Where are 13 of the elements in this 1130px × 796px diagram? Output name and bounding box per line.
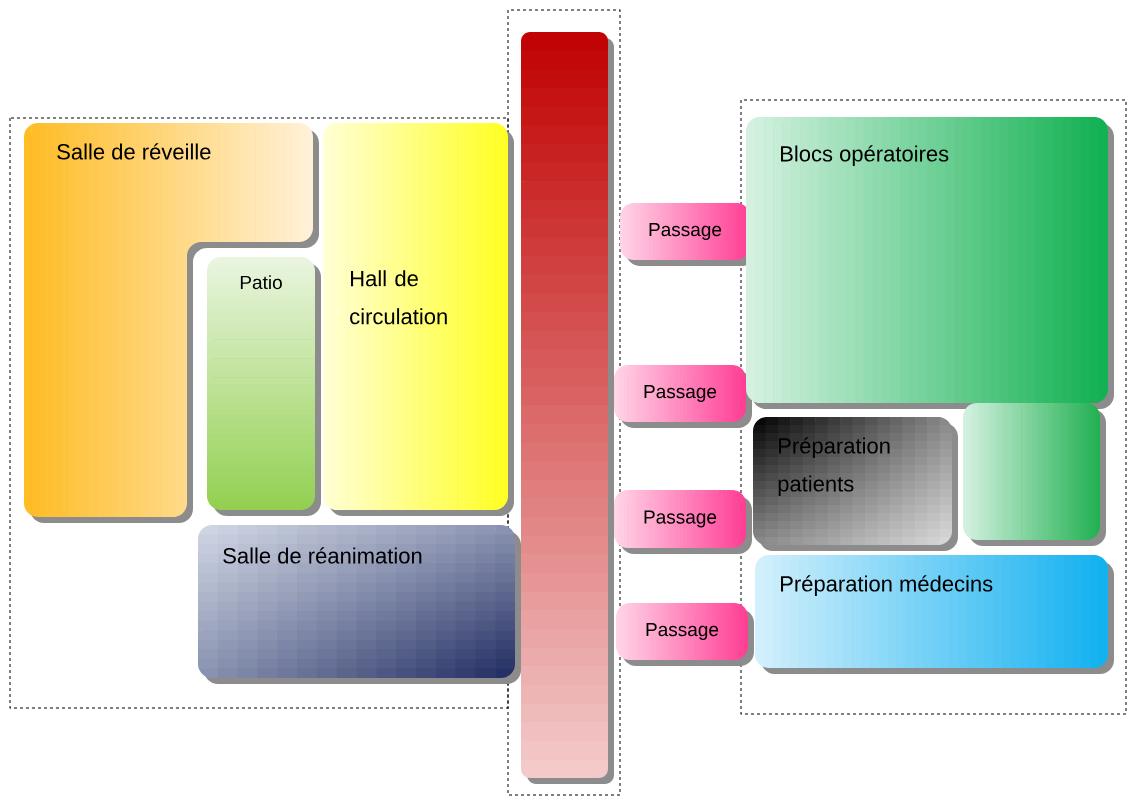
room-box — [963, 403, 1106, 546]
corridor-bar — [521, 32, 614, 784]
passage-box: Passage — [620, 203, 756, 266]
passage-box: Passage — [614, 490, 752, 554]
room-box: Salle de réanimation — [198, 525, 521, 684]
passage-box: Passage — [614, 365, 752, 428]
passage-box: Passage — [616, 603, 754, 666]
dashed-outline — [740, 99, 1127, 715]
room-box: Patio — [207, 257, 321, 516]
room-box: Blocs opératoires — [746, 117, 1114, 409]
room-box: Hall de circulation — [323, 123, 514, 516]
room-box: Préparation médecins — [755, 555, 1114, 674]
room-box: Préparation patients — [753, 417, 958, 551]
